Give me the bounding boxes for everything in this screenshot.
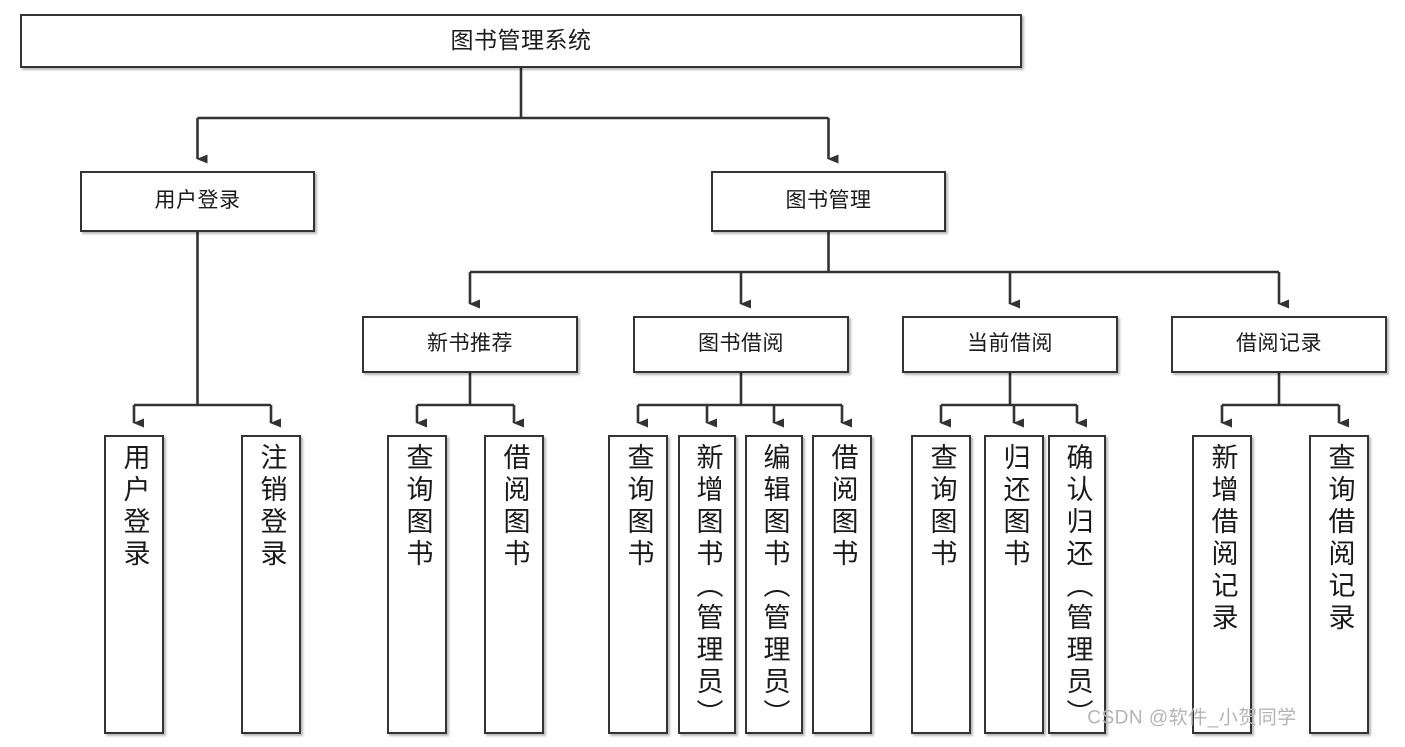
node-l-confirm[interactable]: 确认归还（管理员） <box>1048 435 1106 734</box>
node-label: 图书借阅 <box>698 332 784 356</box>
node-l-add[interactable]: 新增图书（管理员） <box>678 435 736 734</box>
node-l-edit[interactable]: 编辑图书（管理员） <box>745 435 803 734</box>
node-bookmgmt[interactable]: 图书管理 <box>711 171 946 232</box>
node-label: 归还图书 <box>999 443 1030 571</box>
node-l-login[interactable]: 用户登录 <box>104 435 164 734</box>
node-l-queryrec[interactable]: 查询借阅记录 <box>1309 435 1369 734</box>
node-newbook[interactable]: 新书推荐 <box>362 316 578 373</box>
node-borrow[interactable]: 图书借阅 <box>633 316 849 373</box>
node-l-borrow2[interactable]: 借阅图书 <box>812 435 872 734</box>
node-label: 借阅记录 <box>1236 332 1322 356</box>
node-label: 注销登录 <box>256 443 287 571</box>
node-l-logout[interactable]: 注销登录 <box>241 435 301 734</box>
node-label: 借阅图书 <box>827 443 858 571</box>
node-label: 确认归还（管理员） <box>1062 443 1093 731</box>
node-label: 新增借阅记录 <box>1207 443 1238 635</box>
node-label: 查询借阅记录 <box>1324 443 1355 635</box>
node-root[interactable]: 图书管理系统 <box>20 14 1022 68</box>
node-label: 用户登录 <box>119 443 150 571</box>
node-label: 借阅图书 <box>499 443 530 571</box>
node-l-addrec[interactable]: 新增借阅记录 <box>1192 435 1252 734</box>
node-label: 图书管理 <box>785 189 872 213</box>
node-records[interactable]: 借阅记录 <box>1171 316 1387 373</box>
node-l-borrow1[interactable]: 借阅图书 <box>484 435 544 734</box>
node-l-return[interactable]: 归还图书 <box>984 435 1044 734</box>
node-label: 图书管理系统 <box>450 27 592 54</box>
node-l-query3[interactable]: 查询图书 <box>911 435 971 734</box>
node-label: 用户登录 <box>154 189 241 213</box>
node-current[interactable]: 当前借阅 <box>902 316 1118 373</box>
node-label: 查询图书 <box>402 443 433 571</box>
node-label: 新书推荐 <box>427 332 513 356</box>
node-l-query2[interactable]: 查询图书 <box>608 435 668 734</box>
node-label: 查询图书 <box>926 443 957 571</box>
node-label: 新增图书（管理员） <box>692 443 723 731</box>
node-label: 编辑图书（管理员） <box>759 443 790 731</box>
node-l-query1[interactable]: 查询图书 <box>387 435 447 734</box>
node-label: 当前借阅 <box>967 332 1053 356</box>
node-label: 查询图书 <box>623 443 654 571</box>
node-login[interactable]: 用户登录 <box>80 171 315 232</box>
